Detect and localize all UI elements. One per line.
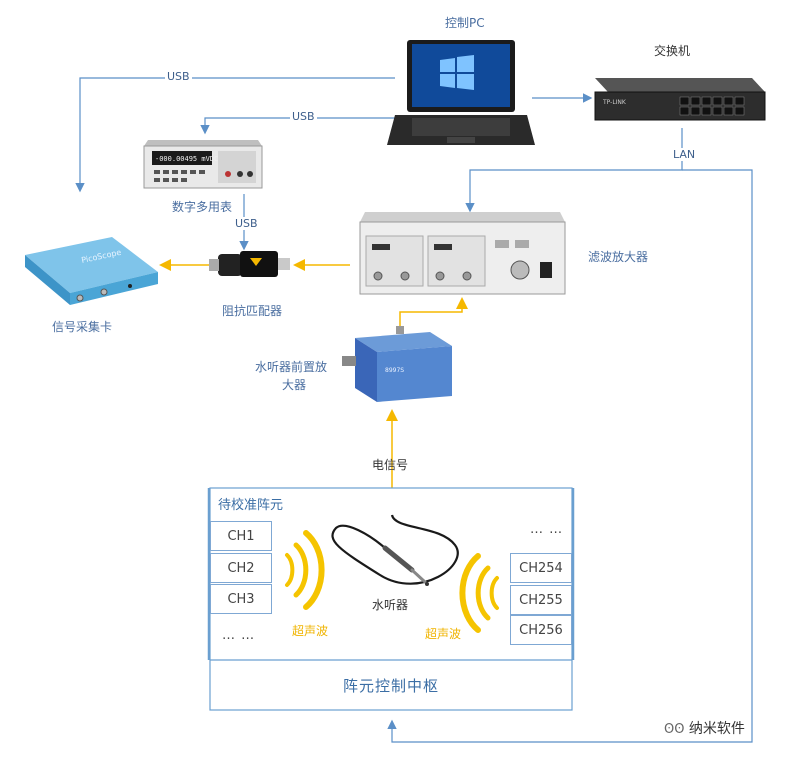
watermark-text: 纳米软件: [688, 721, 745, 737]
signal-line-preamp-to-filter: [399, 297, 468, 330]
lan-label: LAN: [671, 148, 698, 161]
left-channels-more: … …: [222, 628, 256, 643]
impedance-label: 阻抗匹配器: [222, 304, 283, 318]
array-control-hub: 阵元控制中枢: [342, 676, 439, 695]
svg-text:TP-LINK: TP-LINK: [602, 99, 627, 106]
usb-line-daq: [75, 77, 395, 193]
preamp-label-line2: 大器: [282, 378, 307, 392]
multimeter-display: -000.00495 mVDC: [155, 155, 218, 163]
preamp-label-line1: 水听器前置放: [255, 360, 328, 374]
channel-cell: CH254: [510, 553, 572, 583]
usb-line-multimeter: [200, 117, 395, 135]
hydrophone-label: 水听器: [372, 598, 409, 612]
array-title: 待校准阵元: [218, 498, 284, 513]
watermark: ʘʘ 纳米软件: [664, 718, 745, 738]
channel-cell: CH255: [510, 585, 572, 615]
ultrasound-wave-left-icon: [285, 530, 325, 610]
channel-cell: CH256: [510, 615, 572, 645]
channel-cell: CH1: [210, 521, 272, 551]
hydrophone-icon: [331, 514, 459, 586]
ultrasound-label-left: 超声波: [292, 624, 329, 638]
signal-label: 电信号: [372, 458, 409, 472]
wechat-icon: ʘʘ: [664, 722, 685, 737]
channel-cell: CH3: [210, 584, 272, 614]
multimeter-icon: -000.00495 mVDC: [143, 140, 263, 189]
channel-cell: CH2: [210, 553, 272, 583]
right-channels-more: … …: [530, 522, 564, 537]
usb-label-daq: USB: [165, 70, 192, 83]
impedance-matcher-icon: [209, 251, 290, 277]
laptop-icon: [387, 40, 535, 145]
pc-label: 控制PC: [445, 16, 485, 30]
preamp-model-label: 8997S: [385, 367, 404, 374]
ultrasound-label-right: 超声波: [425, 627, 462, 641]
filter-amp-label: 滤波放大器: [588, 250, 649, 264]
usb-label-multimeter: USB: [290, 110, 317, 123]
network-switch-icon: TP-LINK: [594, 78, 766, 121]
ultrasound-wave-right-icon: [459, 553, 499, 633]
daq-label: 信号采集卡: [52, 320, 113, 334]
daq-card-icon: PicoScope: [25, 237, 158, 305]
filter-amplifier-icon: [359, 212, 566, 295]
switch-label: 交换机: [654, 44, 691, 58]
usb-label-impedance: USB: [233, 217, 260, 230]
preamp-icon: 8997S: [342, 326, 452, 402]
multimeter-label: 数字多用表: [172, 200, 233, 214]
